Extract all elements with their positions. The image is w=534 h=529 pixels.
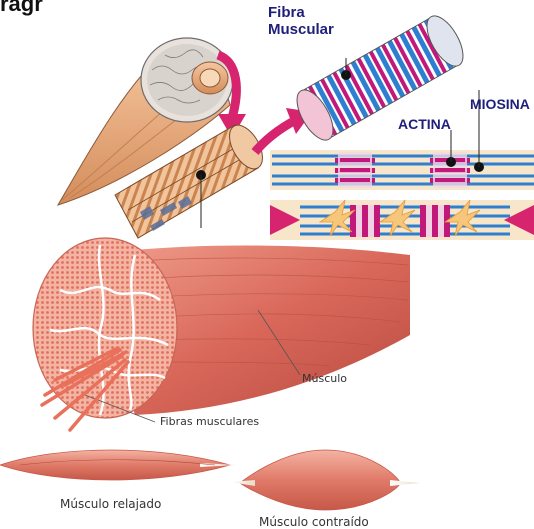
label-musculo-contraido: Músculo contraído [259,515,369,529]
label-fibras-musculares: Fibras musculares [160,415,259,428]
muscle-belly-large [33,238,410,422]
label-fibra-muscular-2: Muscular [268,21,334,38]
relaxed-muscle-illustration [0,450,236,480]
label-miosina: MIOSINA [470,96,530,112]
contracted-muscle-illustration [230,450,420,510]
magnify-arrow-right [255,122,292,152]
label-fibra-muscular-1: Fibra [268,4,305,21]
label-actina: ACTINA [398,116,451,132]
label-musculo-relajado: Músculo relajado [60,497,161,511]
sarcomere-contracted [270,200,534,240]
label-musculo: Músculo [302,372,347,385]
